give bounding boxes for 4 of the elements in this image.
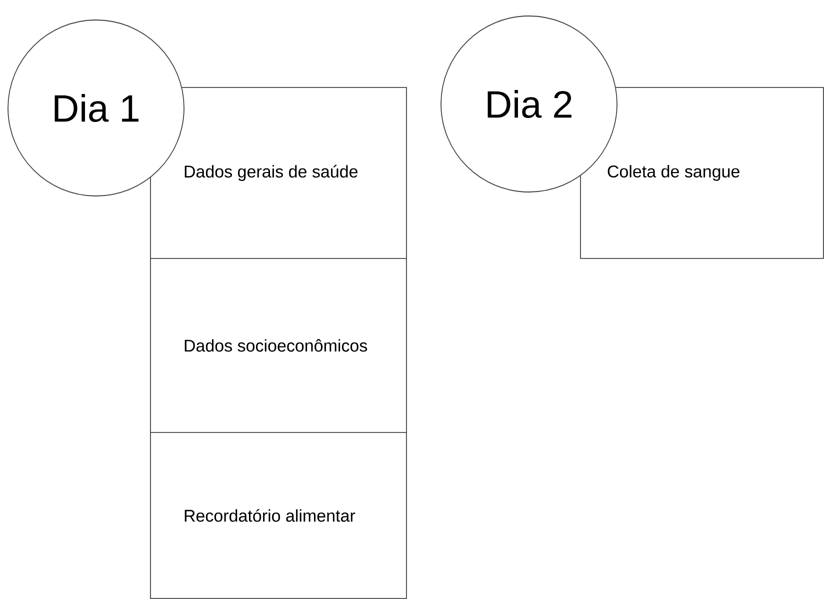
process-box: Dados socioeconômicos (150, 258, 407, 433)
process-box: Dados gerais de saúde (150, 87, 407, 259)
process-box: Coleta de sangue (580, 87, 824, 259)
process-box: Recordatório alimentar (150, 432, 407, 599)
